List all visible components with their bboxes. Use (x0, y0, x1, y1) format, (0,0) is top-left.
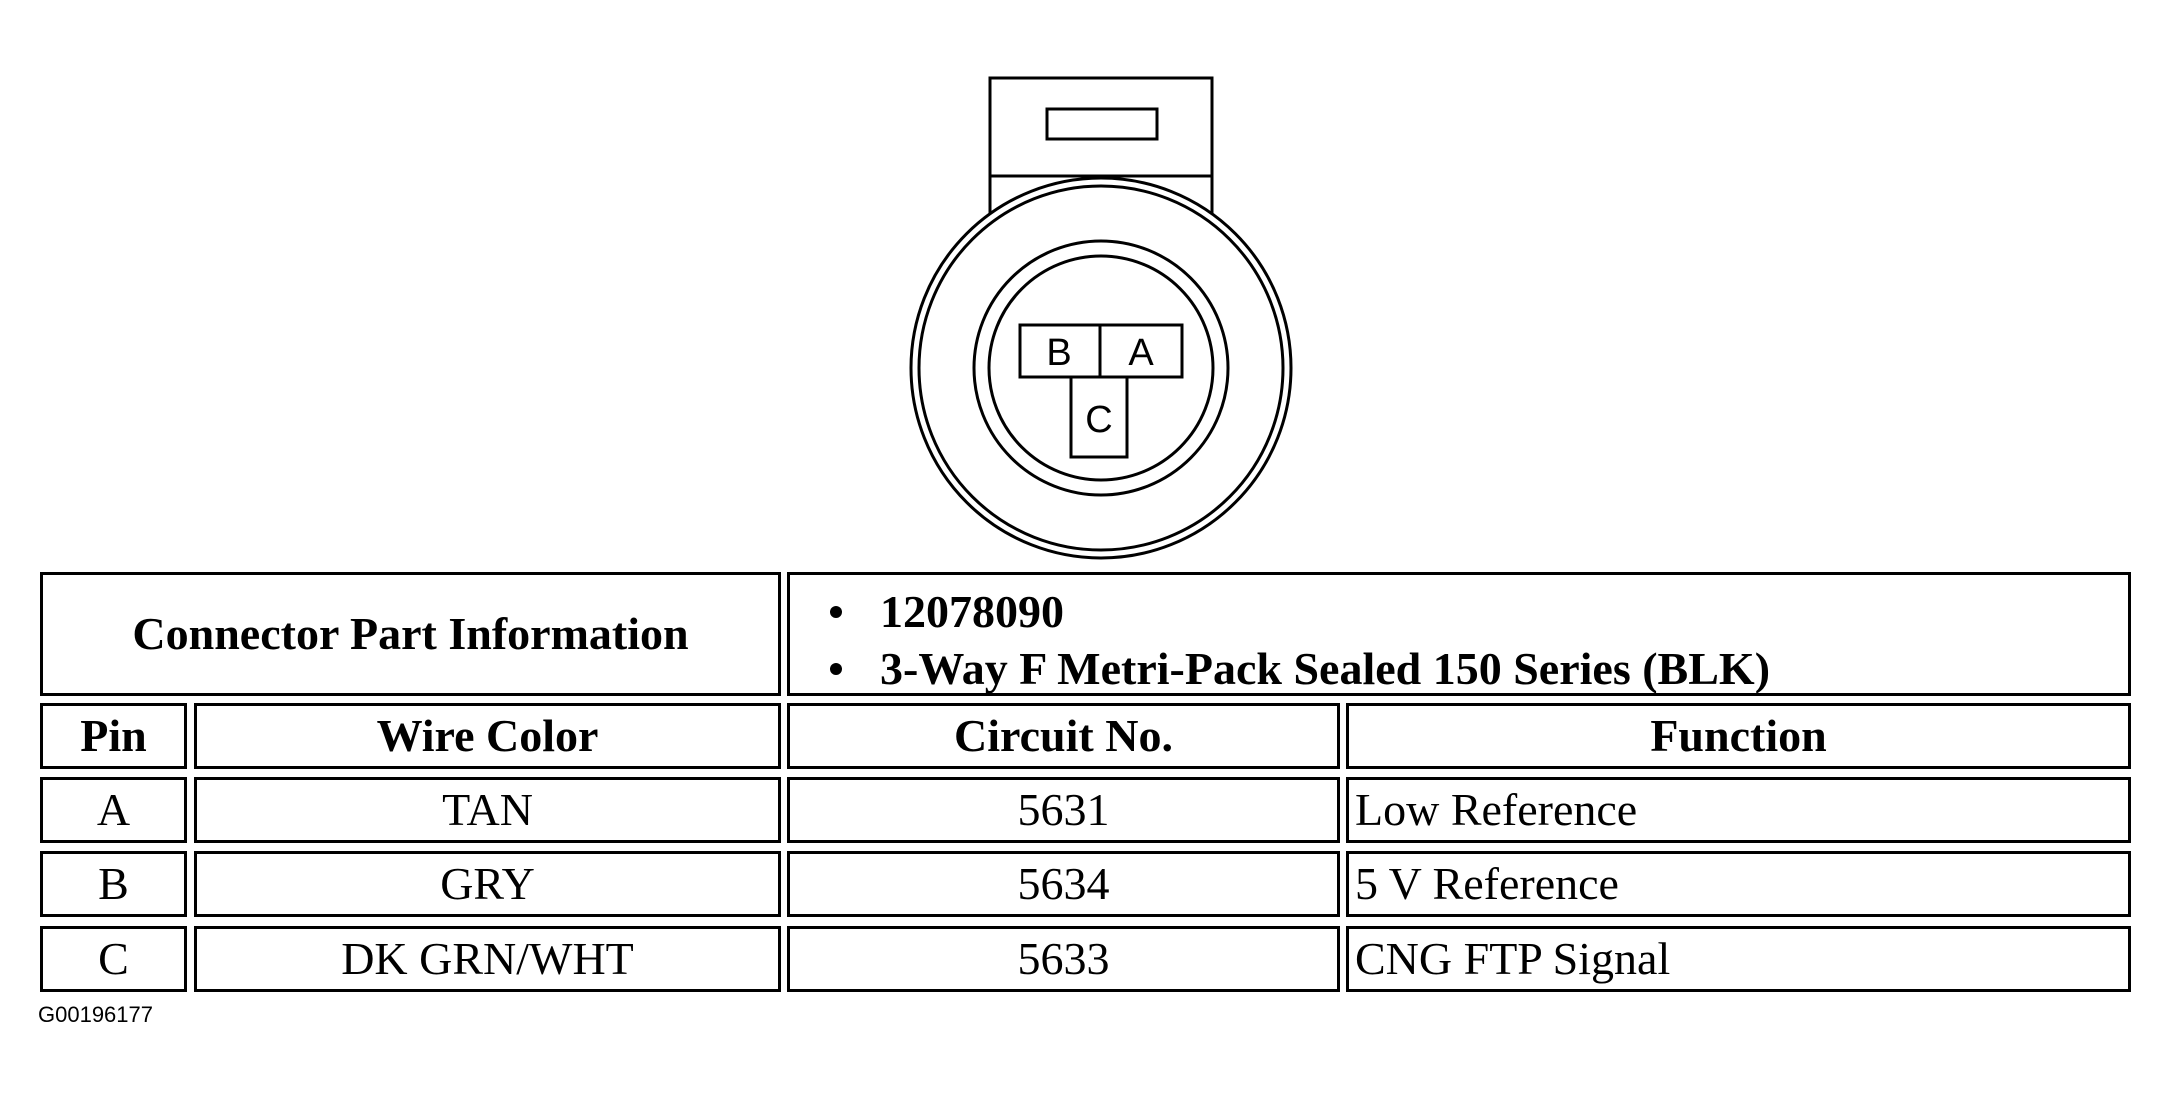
pin-label-b: B (1046, 332, 1071, 374)
table-row-function: 5 V Reference (1346, 851, 2131, 917)
connector-face-diagram: B A C (909, 76, 1293, 560)
table-row-wire-color: DK GRN/WHT (194, 926, 781, 992)
connector-lock-slot (1045, 107, 1159, 141)
column-header-wire-color: Wire Color (194, 703, 781, 769)
table-row-pin: C (40, 926, 187, 992)
column-header-pin: Pin (40, 703, 187, 769)
table-row-circuit-no: 5633 (787, 926, 1340, 992)
pin-label-a: A (1128, 332, 1154, 374)
connector-outer-ring-inner-edge (917, 184, 1285, 552)
terminal-cavity-b (1018, 323, 1102, 379)
part-description: 3-Way F Metri-Pack Sealed 150 Series (BL… (829, 640, 1770, 697)
part-number: 12078090 (829, 583, 1770, 640)
part-info-header: Connector Part Information (40, 572, 781, 696)
table-row-wire-color: TAN (194, 777, 781, 843)
table-row-wire-color: GRY (194, 851, 781, 917)
part-info-details: 12078090 3-Way F Metri-Pack Sealed 150 S… (787, 572, 2131, 696)
figure-id: G00196177 (38, 1002, 153, 1027)
column-header-function: Function (1346, 703, 2131, 769)
table-row-circuit-no: 5631 (787, 777, 1340, 843)
pin-label-c: C (1085, 399, 1112, 441)
column-header-circuit-no: Circuit No. (787, 703, 1340, 769)
terminal-cavity-c (1069, 375, 1129, 459)
part-info-list: 12078090 3-Way F Metri-Pack Sealed 150 S… (829, 583, 1770, 697)
table-row-function: Low Reference (1346, 777, 2131, 843)
table-row-pin: A (40, 777, 187, 843)
terminal-cavity-a (1098, 323, 1184, 379)
table-row-pin: B (40, 851, 187, 917)
table-row-function: CNG FTP Signal (1346, 926, 2131, 992)
table-row-circuit-no: 5634 (787, 851, 1340, 917)
